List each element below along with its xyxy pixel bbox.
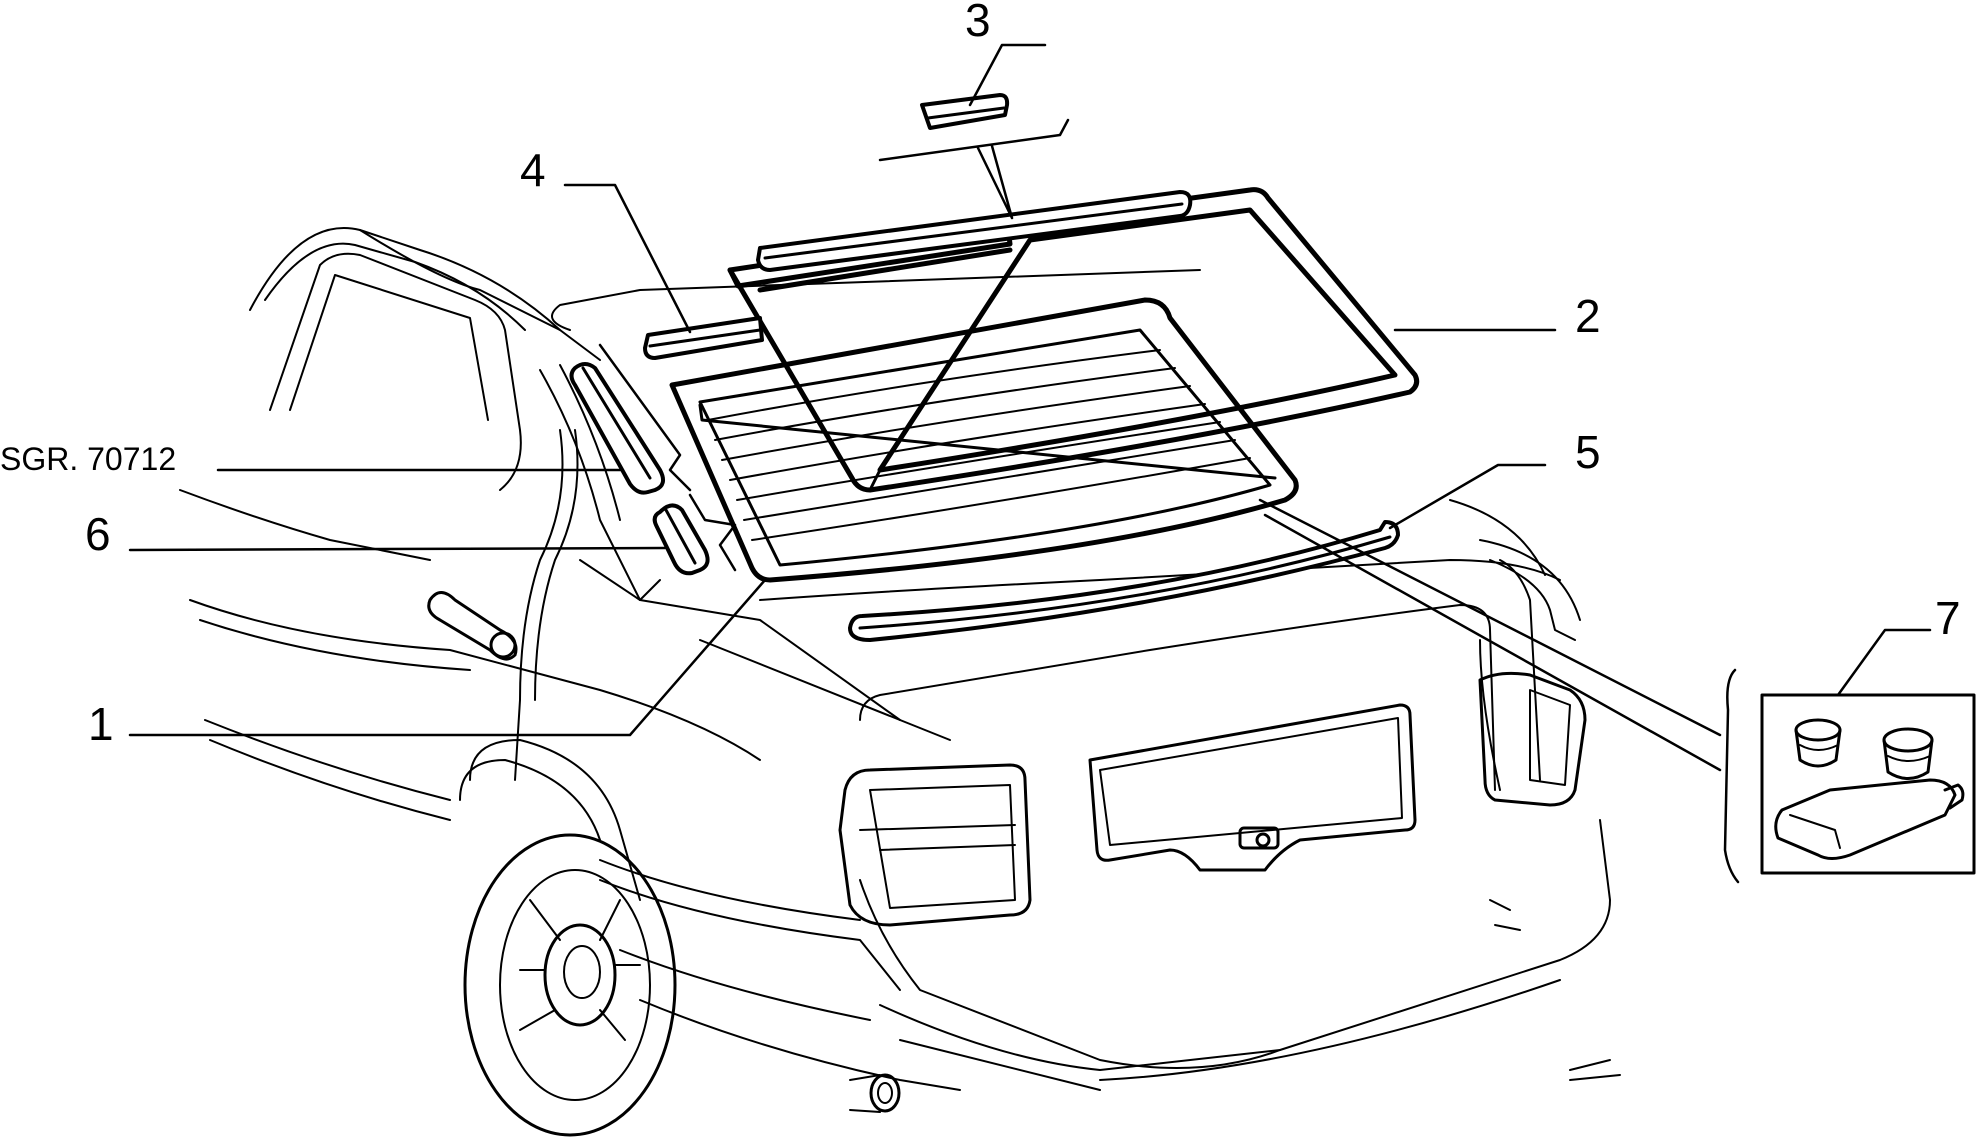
rear-window-glass: [669, 297, 1299, 583]
callout-4: 4: [520, 144, 546, 196]
callout-3: 3: [965, 0, 991, 46]
upper-trim-molding: [643, 190, 1193, 360]
callout-1: 1: [88, 698, 114, 750]
reference-sgr: SGR. 70712: [0, 441, 176, 477]
callout-2: 2: [1575, 290, 1601, 342]
adhesive-kit: [1760, 693, 1976, 875]
lower-trim-molding: [848, 520, 1400, 642]
rear-wheel: [463, 833, 677, 1137]
car-body: [179, 226, 1621, 1137]
joint-piece: [920, 93, 1010, 130]
callout-7: 7: [1935, 592, 1961, 644]
leader-lines: [128, 43, 1932, 884]
callout-6: 6: [85, 508, 111, 560]
kit-box-frame: [1760, 693, 1976, 875]
side-trim-pieces: [569, 362, 710, 576]
callout-5: 5: [1575, 426, 1601, 478]
